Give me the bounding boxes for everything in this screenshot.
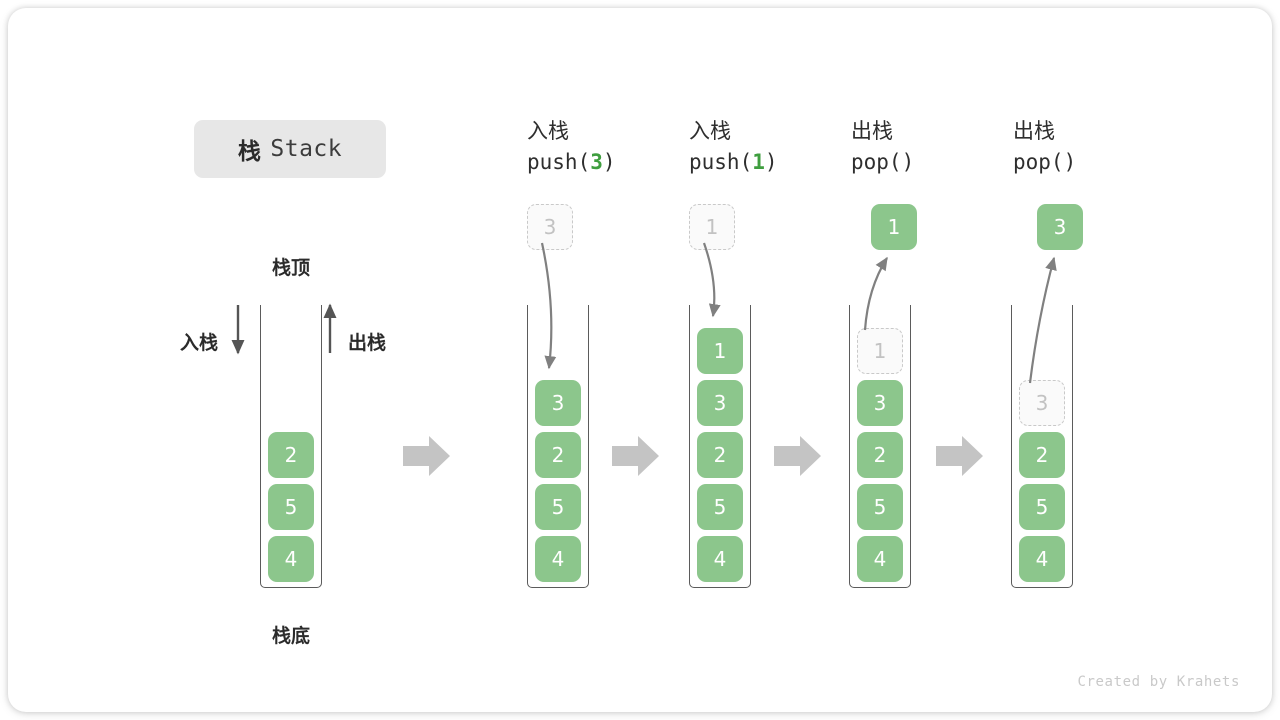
col-head-pop-1: 出栈 pop() xyxy=(851,116,1021,178)
col-head-push-3: 入栈 push(3) xyxy=(527,116,697,178)
stack-top-label: 栈顶 xyxy=(271,257,310,279)
pop-direction-label: 出栈 xyxy=(348,332,387,354)
diagram-canvas: 栈 Stack 栈顶 栈底 入栈 出栈 入栈 push(3) 入栈 push(1… xyxy=(8,8,1272,712)
figure-title-cjk: 栈 xyxy=(237,139,262,165)
op-suffix: ) xyxy=(1063,150,1077,174)
op-prefix: pop( xyxy=(851,150,902,174)
col-head-push-1: 入栈 push(1) xyxy=(689,116,859,178)
credit-footer: Created by Krahets xyxy=(1077,674,1240,690)
op-prefix: push( xyxy=(689,150,753,174)
stack-cell-pop-1-4: 4 xyxy=(857,536,903,582)
stage-arrow-1 xyxy=(403,436,450,476)
floating-cell-push-1: 1 xyxy=(689,204,735,250)
stack-cell-initial-0: 2 xyxy=(268,432,314,478)
stage-arrow-2 xyxy=(612,436,659,476)
op-suffix: ) xyxy=(764,150,778,174)
op-suffix: ) xyxy=(901,150,915,174)
col-head-op: pop() xyxy=(1013,146,1183,178)
stack-bottom-label: 栈底 xyxy=(271,625,310,647)
stack-cell-push-1-3: 5 xyxy=(697,484,743,530)
col-head-title: 出栈 xyxy=(851,119,893,143)
stack-cell-push-1-2: 2 xyxy=(697,432,743,478)
stack-cell-push-3-1: 2 xyxy=(535,432,581,478)
stack-cell-push-1-1: 3 xyxy=(697,380,743,426)
stack-tube-push-3 xyxy=(527,305,589,588)
stack-cell-initial-2: 4 xyxy=(268,536,314,582)
op-arg: 3 xyxy=(590,150,603,174)
col-head-op: push(1) xyxy=(689,146,859,178)
floating-cell-pop-3: 3 xyxy=(1037,204,1083,250)
floating-cell-pop-1: 1 xyxy=(871,204,917,250)
op-suffix: ) xyxy=(602,150,616,174)
stack-cell-pop-1-1: 3 xyxy=(857,380,903,426)
stack-tube-pop-3 xyxy=(1011,305,1073,588)
op-arg: 1 xyxy=(752,150,765,174)
op-prefix: push( xyxy=(527,150,591,174)
floating-cell-push-3: 3 xyxy=(527,204,573,250)
stack-cell-push-1-4: 4 xyxy=(697,536,743,582)
col-head-title: 出栈 xyxy=(1013,119,1055,143)
col-head-op: push(3) xyxy=(527,146,697,178)
stack-cell-pop-1-2: 2 xyxy=(857,432,903,478)
stack-cell-push-3-3: 4 xyxy=(535,536,581,582)
col-head-pop-3: 出栈 pop() xyxy=(1013,116,1183,178)
stack-cell-pop-3-1: 2 xyxy=(1019,432,1065,478)
stack-cell-initial-1: 5 xyxy=(268,484,314,530)
stack-tube-push-1 xyxy=(689,305,751,588)
stage-arrow-4 xyxy=(936,436,983,476)
col-head-op: pop() xyxy=(851,146,1021,178)
stack-tube-pop-1 xyxy=(849,305,911,588)
stack-cell-push-3-0: 3 xyxy=(535,380,581,426)
push-direction-label: 入栈 xyxy=(180,332,219,354)
col-head-title: 入栈 xyxy=(527,119,569,143)
stack-cell-push-3-2: 5 xyxy=(535,484,581,530)
stack-cell-pop-3-2: 5 xyxy=(1019,484,1065,530)
col-head-title: 入栈 xyxy=(689,119,731,143)
stack-cell-pop-1-3: 5 xyxy=(857,484,903,530)
stack-cell-pop-3-3: 4 xyxy=(1019,536,1065,582)
op-prefix: pop( xyxy=(1013,150,1064,174)
stack-cell-pop-3-0: 3 xyxy=(1019,380,1065,426)
figure-title-latin: Stack xyxy=(270,136,343,162)
stack-cell-push-1-0: 1 xyxy=(697,328,743,374)
stage-arrow-3 xyxy=(774,436,821,476)
stack-cell-pop-1-0: 1 xyxy=(857,328,903,374)
figure-title: 栈 Stack xyxy=(194,120,386,178)
connectors-overlay xyxy=(231,242,1057,476)
stack-tube-initial xyxy=(260,305,322,588)
